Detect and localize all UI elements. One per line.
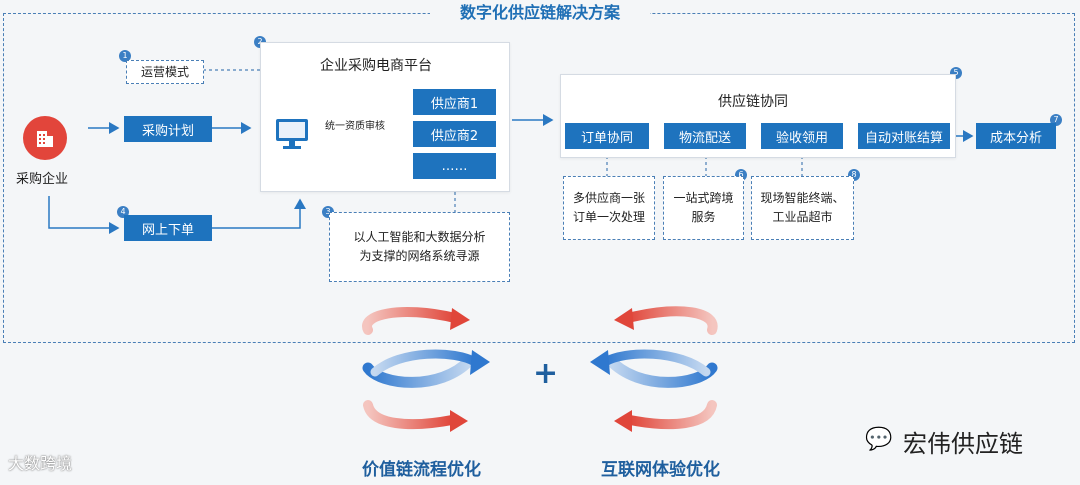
procurement-plan-box: 采购计划	[124, 116, 212, 142]
watermark-right: 宏伟供应链	[903, 430, 1023, 458]
arrow-order-platform	[212, 198, 306, 229]
value-chain-label: 价值链流程优化	[362, 460, 481, 480]
auto-settlement-box: 自动对账结算	[858, 123, 950, 149]
note-cross-border: 一站式跨境 服务	[663, 176, 744, 240]
ai-line-2: 为支撑的网络系统寻源	[359, 249, 480, 263]
logistics-box: 物流配送	[664, 123, 746, 149]
operating-mode-box: 运营模式	[126, 60, 204, 84]
note-3-line-2: 工业品超市	[772, 210, 833, 224]
platform-title: 企业采购电商平台	[320, 58, 432, 74]
note-2-line-1: 一站式跨境	[673, 191, 734, 205]
note-1-line-1: 多供应商一张	[572, 191, 645, 205]
watermark-left: 大数跨境	[8, 454, 73, 473]
computer-monitor-icon	[275, 117, 309, 155]
collab-title: 供应链协同	[718, 94, 788, 110]
cost-analysis-box: 成本分析	[976, 123, 1056, 149]
supplier-more-box: ……	[413, 153, 496, 179]
note-3-line-1: 现场智能终端、	[760, 191, 845, 205]
supplier-1-box: 供应商1	[413, 89, 496, 115]
watermark-right-icon: 💬	[865, 427, 893, 452]
review-label: 统一资质审核	[325, 121, 385, 132]
diagram-title: 数字化供应链解决方案	[430, 0, 650, 26]
online-order-box: 网上下单	[124, 215, 212, 241]
plus-sign: +	[533, 356, 559, 391]
internet-experience-label: 互联网体验优化	[601, 460, 720, 480]
note-2-line-2: 服务	[691, 210, 716, 224]
ai-line-1: 以人工智能和大数据分析	[353, 230, 486, 244]
note-multi-supplier: 多供应商一张 订单一次处理	[563, 176, 655, 240]
step-badge: 1	[119, 50, 131, 62]
enterprise-label: 采购企业	[16, 172, 69, 187]
ai-sourcing-box: 以人工智能和大数据分析 为支撑的网络系统寻源	[329, 212, 510, 282]
note-1-line-2: 订单一次处理	[572, 210, 645, 224]
internet-experience-swirl-icon	[590, 306, 718, 432]
enterprise-building-icon	[23, 116, 67, 160]
arrow-enterprise-order	[48, 196, 120, 234]
value-chain-swirl-icon	[362, 307, 490, 432]
note-smart-terminal: 现场智能终端、 工业品超市	[751, 176, 854, 240]
supplier-2-box: 供应商2	[413, 121, 496, 147]
order-collab-box: 订单协同	[565, 123, 649, 149]
acceptance-box: 验收领用	[761, 123, 843, 149]
